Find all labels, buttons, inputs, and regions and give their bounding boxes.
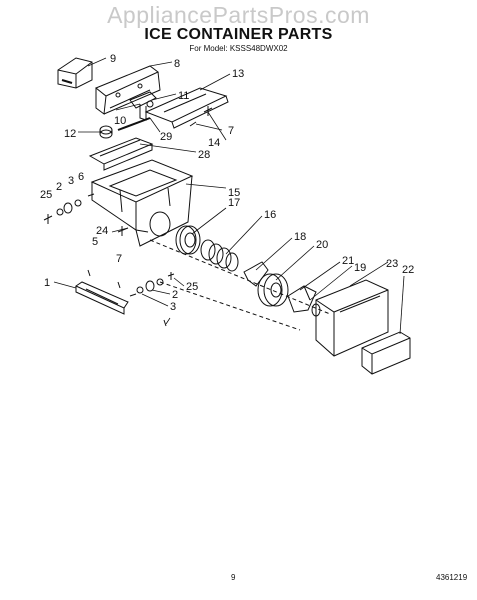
ice-container-housing <box>90 159 194 247</box>
callout-2-top: 2 <box>56 181 62 193</box>
hub-part <box>99 125 113 139</box>
ice-bucket-part <box>311 279 389 357</box>
callout-3-top: 3 <box>68 175 74 187</box>
leader-lines <box>53 57 405 335</box>
callout-2-bottom: 2 <box>172 289 178 301</box>
diagram-title: ICE CONTAINER PARTS <box>144 26 333 43</box>
callout-5: 5 <box>92 236 98 248</box>
assembly-line <box>149 239 331 315</box>
callout-3-bottom: 3 <box>170 301 176 313</box>
callout-28: 28 <box>198 149 210 161</box>
callout-11: 11 <box>178 90 189 102</box>
top-bracket-part <box>95 65 161 115</box>
callout-25-bottom: 25 <box>186 281 198 293</box>
callout-15: 15 <box>228 187 240 199</box>
watermark: AppliancePartsPros.com <box>107 2 370 28</box>
document-number: 4361219 <box>436 573 468 582</box>
motor-part <box>57 57 93 89</box>
callout-7-bottom: 7 <box>116 253 122 265</box>
auger-part <box>175 225 201 255</box>
callout-18: 18 <box>294 231 306 243</box>
slotted-plate-part <box>144 87 229 129</box>
callout-7-top: 7 <box>228 125 234 137</box>
assembly-line <box>159 281 301 331</box>
blade-part <box>243 261 269 287</box>
callout-20: 20 <box>316 239 328 251</box>
callout-25-top: 25 <box>40 189 52 201</box>
callout-16: 16 <box>264 209 276 221</box>
spring-part <box>200 239 239 272</box>
model-subtitle: For Model: KSSS48DWX02 <box>189 44 288 53</box>
callout-13: 13 <box>232 68 244 80</box>
front-trim-part <box>74 281 129 315</box>
callout-19: 19 <box>354 262 366 274</box>
slide-rail-part <box>88 137 154 171</box>
front-panel-part <box>361 331 411 375</box>
drum-part <box>257 273 289 307</box>
page-number: 9 <box>231 573 236 582</box>
callout-17: 17 <box>228 197 240 209</box>
callout-29: 29 <box>160 131 172 143</box>
callout-6: 6 <box>78 171 84 183</box>
outlet-bracket-part <box>287 285 317 313</box>
callout-8: 8 <box>174 58 180 70</box>
callout-9: 9 <box>110 53 116 65</box>
gear-bracket-part <box>129 91 157 121</box>
callout-1: 1 <box>44 277 50 289</box>
callout-10: 10 <box>114 115 126 127</box>
callout-22: 22 <box>402 264 414 276</box>
callout-12: 12 <box>64 128 76 140</box>
fastener-parts <box>43 106 213 327</box>
rod-part <box>117 117 151 131</box>
callout-24: 24 <box>96 225 108 237</box>
callout-23: 23 <box>386 258 398 270</box>
callout-21: 21 <box>342 255 354 267</box>
callout-14: 14 <box>208 137 220 149</box>
